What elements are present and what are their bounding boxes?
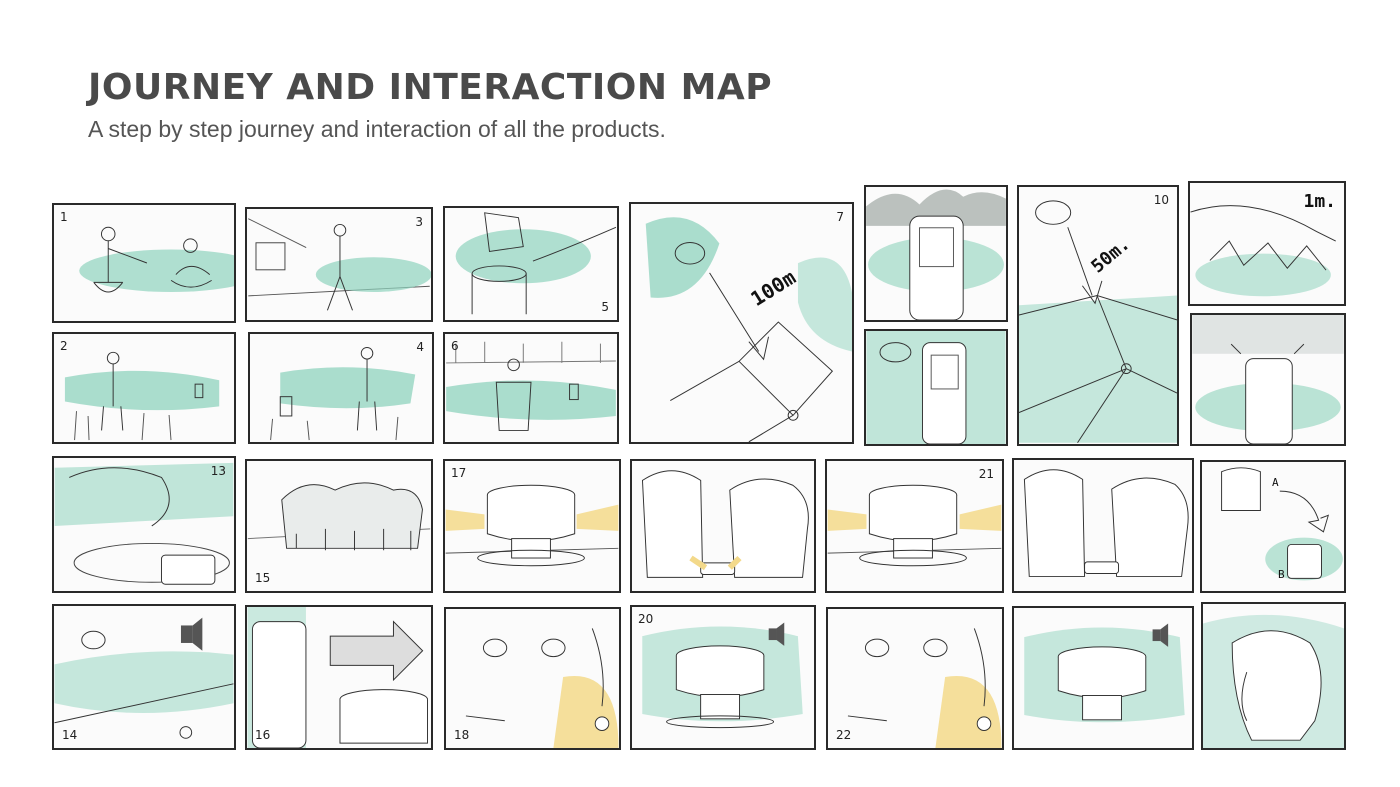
- panel-6-sketch: [446, 341, 616, 431]
- panel-14-sketch: [54, 617, 234, 739]
- storyboard-panel-16: 16: [245, 605, 433, 750]
- panel-number: 4: [416, 340, 424, 354]
- panel-13-sketch: [54, 462, 234, 585]
- panel-25-sketch: [1203, 614, 1344, 748]
- storyboard-panel-20: 20: [630, 605, 816, 750]
- panel-number: 6: [451, 339, 459, 353]
- storyboard-panel-19: [630, 459, 816, 593]
- storyboard-panel-11: 1m.: [1188, 181, 1346, 306]
- panel-number: 1: [60, 210, 68, 224]
- storyboard-panel-10: 10 50m.: [1017, 185, 1179, 446]
- panel-number: 14: [62, 728, 78, 742]
- panel-7-sketch: [645, 217, 852, 442]
- storyboard-panel-1: 1: [52, 203, 236, 323]
- panel-number: 5: [601, 300, 609, 314]
- storyboard-panel-5: 5: [443, 206, 619, 322]
- panel-9-sketch: [866, 331, 1006, 444]
- panel-number: 17: [451, 466, 467, 480]
- panel-21-sketch: [827, 484, 1002, 567]
- storyboard-panel-17: 17: [443, 459, 621, 593]
- panel-12-sketch: [1192, 315, 1344, 444]
- storyboard-panel-2: 2: [52, 332, 236, 444]
- panel-number: 15: [255, 571, 271, 585]
- panel-8-sketch: [866, 189, 1006, 320]
- panel-24b-sketch: [1024, 623, 1185, 723]
- panel-18-sketch: [465, 628, 619, 748]
- storyboard-panel-8: [864, 185, 1008, 322]
- panel-number: 22: [836, 728, 852, 742]
- panel-number: 18: [454, 728, 470, 742]
- panel-number: 13: [210, 464, 226, 478]
- panel-number: 20: [638, 612, 654, 626]
- panel-number: 2: [60, 339, 68, 353]
- panel-4-sketch: [270, 347, 416, 441]
- storyboard-panel-7: 7 100m: [629, 202, 854, 444]
- point-b-label: B: [1278, 568, 1285, 581]
- page-subtitle: A step by step journey and interaction o…: [88, 116, 666, 142]
- panel-23-sketch: [1023, 469, 1189, 577]
- panel-number: 10: [1153, 193, 1169, 207]
- storyboard-panel-25: [1201, 602, 1346, 750]
- storyboard-panel-18: 18: [444, 607, 621, 750]
- storyboard-panel-13: 13: [52, 456, 236, 593]
- storyboard-panel-24b: [1012, 606, 1194, 750]
- page-title: JOURNEY AND INTERACTION MAP: [88, 67, 773, 108]
- storyboard-panel-22: 22: [826, 607, 1004, 750]
- distance-label-1m: 1m.: [1303, 191, 1336, 212]
- panel-3-sketch: [248, 218, 431, 311]
- storyboard-panel-4: 4: [248, 332, 434, 444]
- panel-1-sketch: [79, 226, 234, 293]
- storyboard-panel-3: 3: [245, 207, 433, 322]
- panel-17-sketch: [445, 484, 619, 567]
- panel-19-sketch: [641, 470, 809, 578]
- panel-24-sketch: [1221, 467, 1343, 581]
- panel-10-sketch: [1019, 200, 1177, 444]
- panel-number: 16: [255, 728, 271, 742]
- panel-22-sketch: [847, 628, 1002, 748]
- point-a-label: A: [1272, 476, 1279, 489]
- storyboard-panel-14: 14: [52, 604, 236, 750]
- panel-number: 21: [978, 467, 994, 481]
- storyboard-panel-9: [864, 329, 1008, 446]
- storyboard-panel-21: 21: [825, 459, 1004, 593]
- panel-2-sketch: [64, 351, 220, 441]
- storyboard-panel-15: 15: [245, 459, 433, 593]
- panel-16-sketch: [247, 607, 428, 748]
- panel-5-sketch: [455, 212, 617, 315]
- panel-number: 3: [415, 215, 423, 229]
- storyboard-panel-6: 6: [443, 332, 619, 444]
- panel-number: 7: [836, 210, 844, 224]
- panel-20-sketch: [642, 622, 803, 729]
- storyboard-panel-12: [1190, 313, 1346, 446]
- storyboard-panel-24: A B: [1200, 460, 1346, 593]
- storyboard-panel-23: [1012, 458, 1194, 593]
- panel-11-sketch: [1190, 205, 1336, 297]
- panel-15-sketch: [247, 482, 431, 551]
